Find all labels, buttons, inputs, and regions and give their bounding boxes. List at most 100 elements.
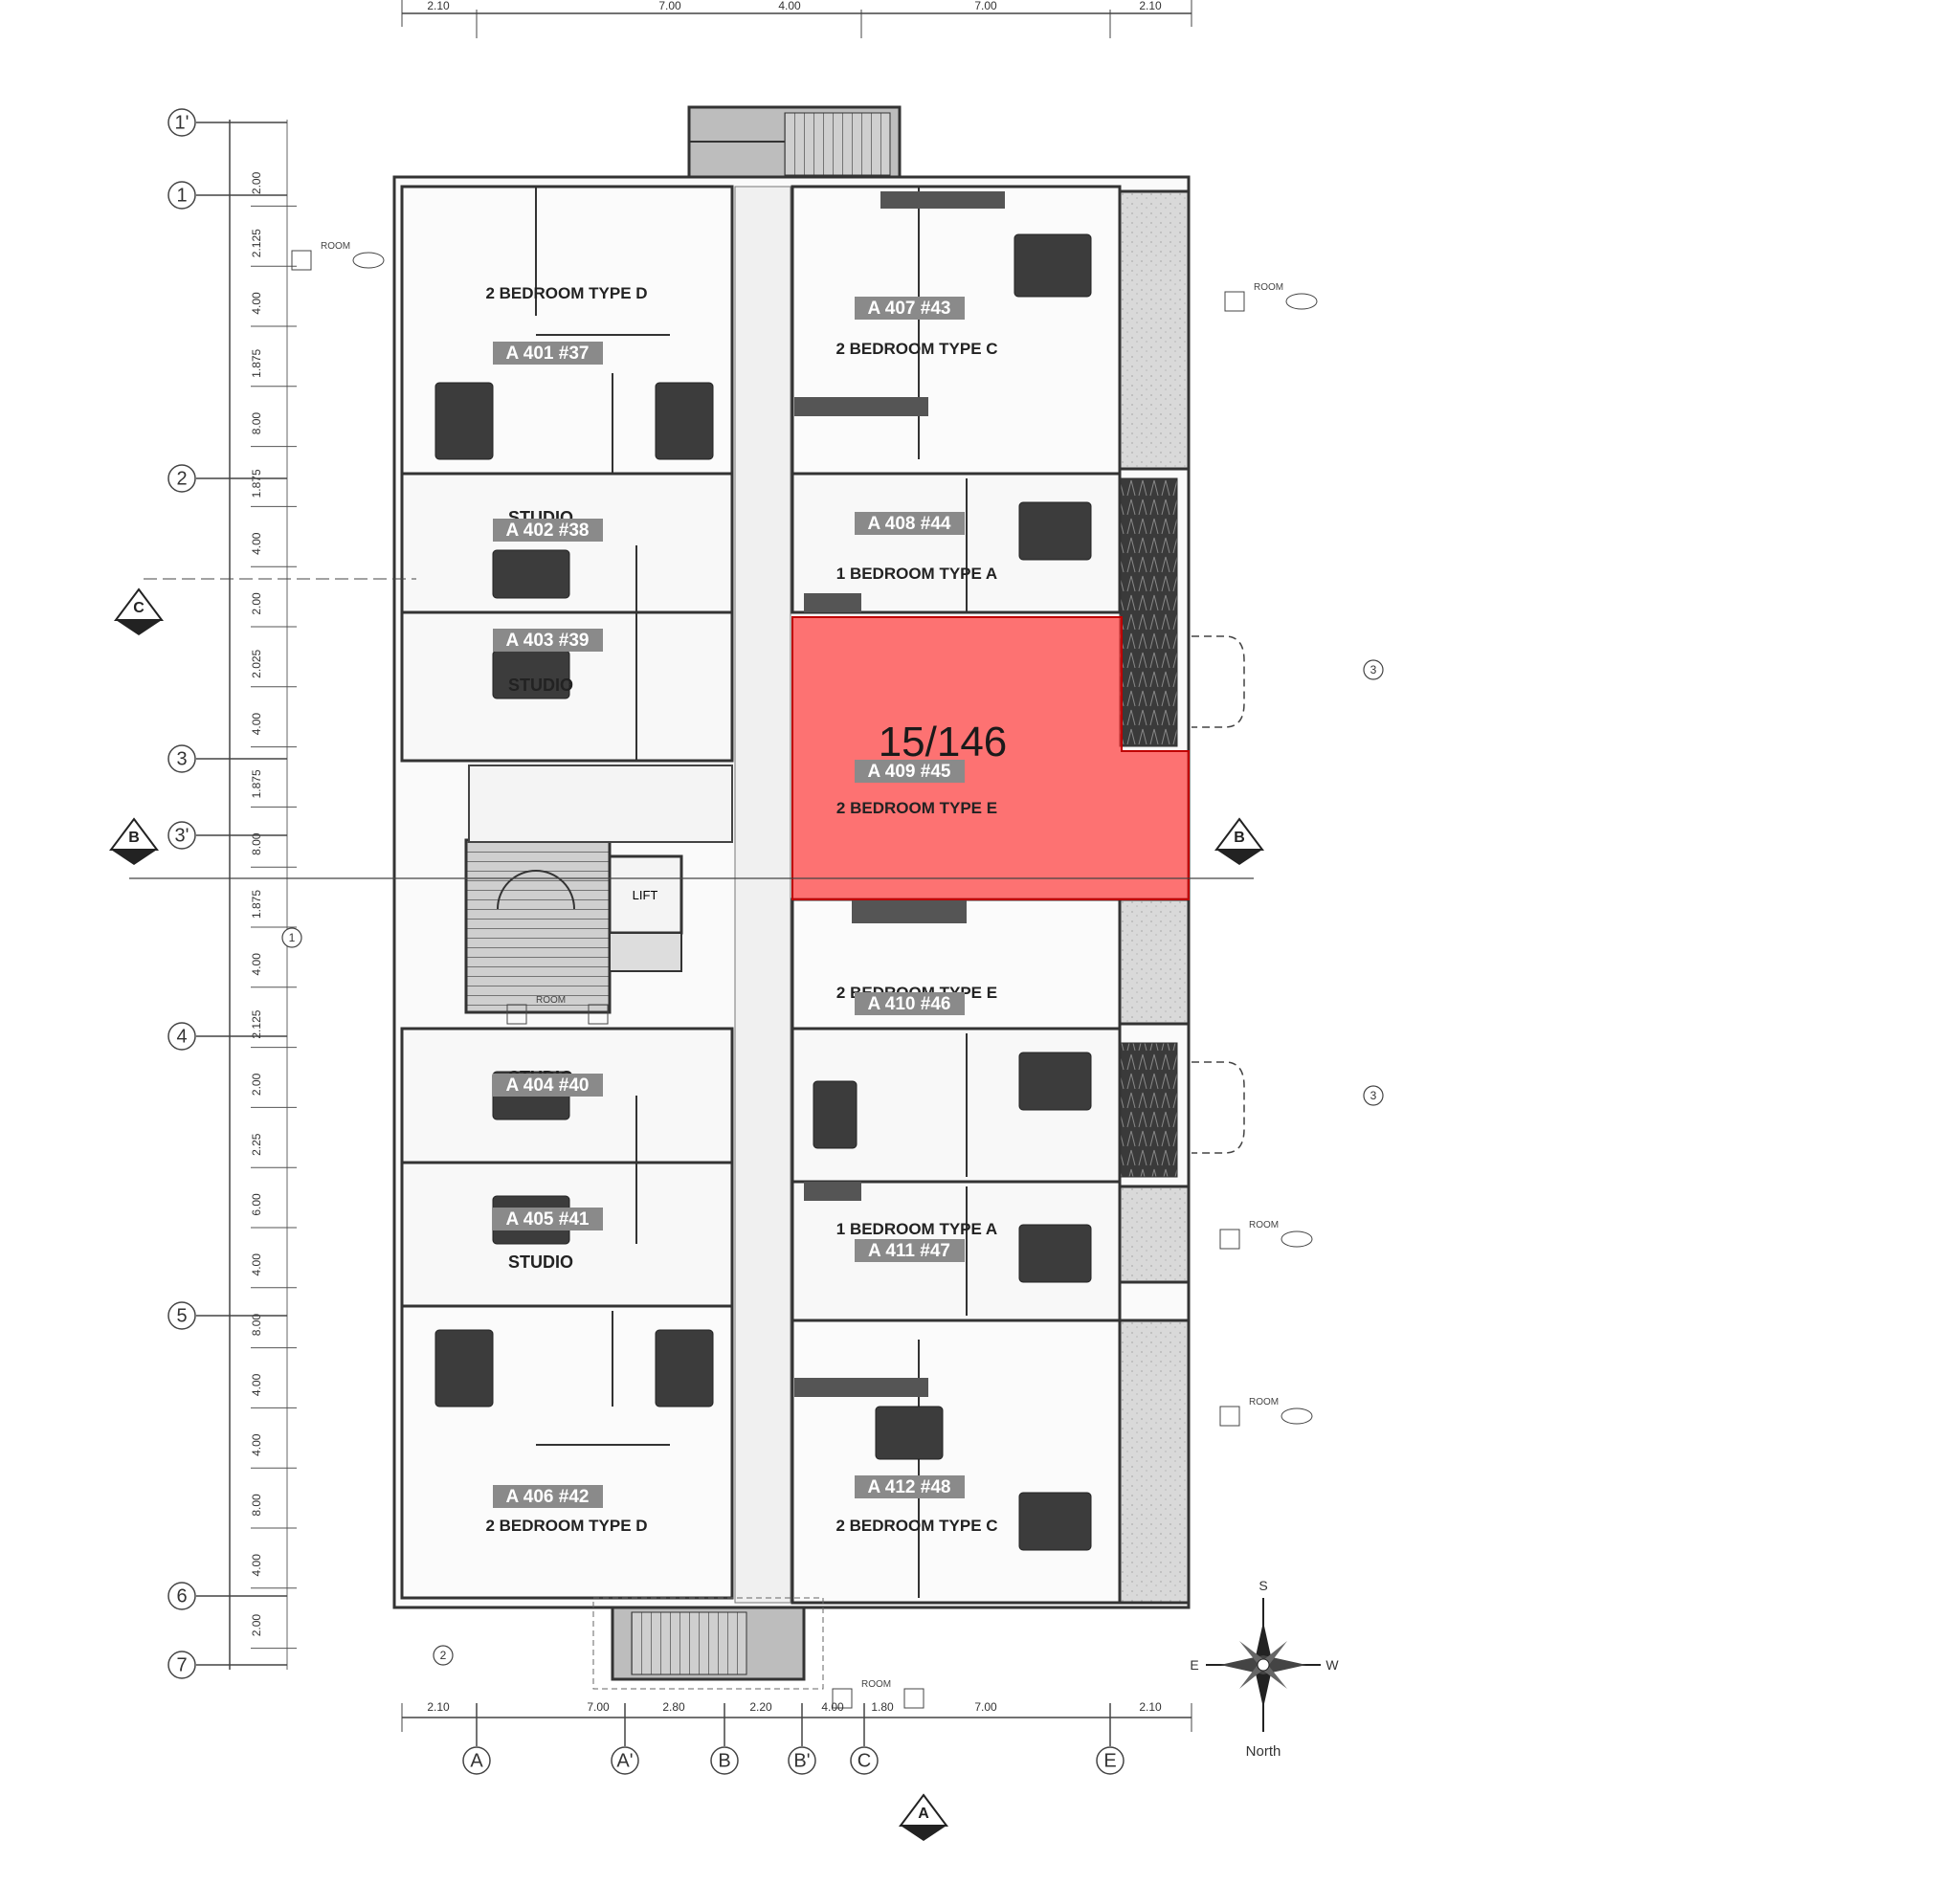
room-tag-keys: ROOM ROOM ROOM ROOM ROOM ROOM	[291, 241, 1318, 1709]
dimension-label: 7.00	[974, 0, 997, 12]
unit-number-tag: A 402 #38	[493, 519, 603, 542]
row-grid-bubble: 6	[167, 1582, 287, 1610]
svg-text:B': B'	[793, 1750, 810, 1771]
unit-407[interactable]: 2 BEDROOM TYPE C A 407 #43	[835, 297, 998, 358]
unit-401[interactable]: 2 BEDROOM TYPE D A 401 #37	[485, 284, 648, 365]
dimension-label: 4.00	[250, 953, 263, 976]
svg-text:1: 1	[176, 185, 187, 206]
unit-type-label: 2 BEDROOM TYPE C	[835, 1517, 997, 1535]
dimension-label: 2.80	[662, 1700, 685, 1714]
top-dimension-line	[401, 0, 1192, 38]
unit-type-label: STUDIO	[508, 676, 573, 695]
dimension-label: 8.00	[250, 412, 263, 435]
dimension-label: 2.125	[250, 229, 263, 257]
svg-text:4: 4	[176, 1026, 187, 1047]
dimension-label: 4.00	[250, 292, 263, 315]
row-grid-bubble: 5	[167, 1301, 287, 1330]
north-label: North	[1246, 1743, 1281, 1760]
unit-type-label: 2 BEDROOM TYPE E	[836, 799, 997, 817]
dimension-label: 2.00	[250, 592, 263, 615]
dimension-label: 1.875	[250, 769, 263, 798]
dimension-label: 4.00	[821, 1700, 844, 1714]
svg-text:A 404 #40: A 404 #40	[506, 1075, 590, 1096]
dimension-label: 1.875	[250, 348, 263, 377]
svg-text:A 403 #39: A 403 #39	[506, 631, 590, 651]
stair-core-bottom	[592, 1597, 824, 1690]
unit-number-tag: A 401 #37	[493, 342, 603, 365]
svg-text:A 408 #44: A 408 #44	[868, 514, 951, 534]
svg-text:A 401 #37: A 401 #37	[506, 344, 590, 364]
dimension-label: 2.10	[427, 1700, 450, 1714]
compass-icon: S E W North	[1190, 1578, 1339, 1760]
unit-409[interactable]: 2 BEDROOM TYPE EA 409 #45	[836, 760, 997, 817]
unit-411[interactable]: 1 BEDROOM TYPE A A 411 #47	[836, 1220, 997, 1262]
column-grid-bubble: A	[462, 1703, 491, 1775]
svg-text:2: 2	[440, 1649, 447, 1662]
unit-type-label: 1 BEDROOM TYPE A	[836, 1220, 997, 1238]
unit-number-tag: A 407 #43	[855, 297, 965, 320]
unit-403[interactable]: STUDIO A 403 #39	[493, 629, 603, 695]
svg-text:A 406 #42: A 406 #42	[506, 1487, 590, 1507]
unit-number-tag: A 412 #48	[855, 1475, 965, 1498]
svg-text:C: C	[133, 600, 145, 616]
column-grid-bubble: A'	[611, 1703, 639, 1775]
dimension-label: 2.20	[749, 1700, 772, 1714]
column-grid-bubble: B'	[788, 1703, 816, 1775]
svg-text:3': 3'	[175, 825, 189, 846]
unit-410[interactable]: 2 BEDROOM TYPE EA 410 #46	[836, 984, 997, 1015]
unit-type-label: 2 BEDROOM TYPE C	[835, 340, 997, 358]
svg-text:6: 6	[176, 1585, 187, 1607]
section-markers: B B C A	[109, 587, 1264, 1841]
column-grid-bubble: B	[710, 1703, 739, 1775]
unit-number-tag: A 404 #40	[493, 1074, 603, 1097]
unit-number-tag: A 411 #47	[855, 1239, 965, 1262]
dimension-label: 2.10	[1139, 1700, 1162, 1714]
unit-number-tag: A 406 #42	[493, 1485, 603, 1508]
detail-marker: 2	[433, 1645, 454, 1666]
svg-text:3: 3	[176, 748, 187, 769]
unit-number-tag: A 405 #41	[493, 1208, 603, 1230]
dimension-label: 2.025	[250, 649, 263, 677]
dimension-label: 2.10	[1139, 0, 1162, 12]
dimension-label: 4.00	[778, 0, 801, 12]
svg-text:A 405 #41: A 405 #41	[506, 1209, 590, 1230]
room-key-label: ROOM	[1249, 1220, 1279, 1230]
room-key-label: ROOM	[861, 1679, 891, 1690]
detail-marker: 3	[1363, 659, 1384, 680]
dimension-label: 2.00	[250, 1614, 263, 1637]
section-marker-icon: B	[1214, 817, 1264, 865]
dimension-label: 6.00	[250, 1193, 263, 1216]
unit-406[interactable]: 2 BEDROOM TYPE DA 406 #42	[485, 1485, 648, 1535]
svg-text:A 412 #48: A 412 #48	[868, 1477, 951, 1497]
row-grid-bubble: 3'	[167, 821, 287, 850]
section-line-b	[129, 578, 1254, 879]
svg-text:C: C	[858, 1750, 871, 1771]
section-marker-icon: B	[109, 817, 159, 865]
svg-text:E: E	[1103, 1750, 1116, 1771]
unit-type-label: 1 BEDROOM TYPE A	[836, 565, 997, 583]
unit-type-label: 2 BEDROOM TYPE D	[485, 284, 647, 302]
svg-text:A 411 #47: A 411 #47	[868, 1241, 950, 1261]
dimension-label: 1.875	[250, 890, 263, 919]
left-dimension-chain	[229, 120, 288, 1670]
room-key-label: ROOM	[536, 995, 566, 1006]
row-grid-bubble: 7	[167, 1651, 287, 1679]
dimension-label: 1.875	[250, 469, 263, 498]
unit-408[interactable]: 1 BEDROOM TYPE A A 408 #44	[836, 512, 997, 583]
dimension-label: 4.00	[250, 1433, 263, 1456]
unit-412[interactable]: 2 BEDROOM TYPE C A 412 #48	[835, 1475, 998, 1535]
svg-text:1': 1'	[175, 112, 189, 133]
column-grid-markers: A A' B B' C E	[462, 1703, 1125, 1775]
svg-text:B: B	[718, 1750, 730, 1771]
unit-number-tag: A 408 #44	[855, 512, 965, 535]
middle-core: LIFT	[464, 765, 733, 1014]
dimension-label: 2.00	[250, 1073, 263, 1096]
highlighted-unit[interactable]: 15/146	[791, 616, 1190, 900]
unit-number-tag: A 403 #39	[493, 629, 603, 652]
